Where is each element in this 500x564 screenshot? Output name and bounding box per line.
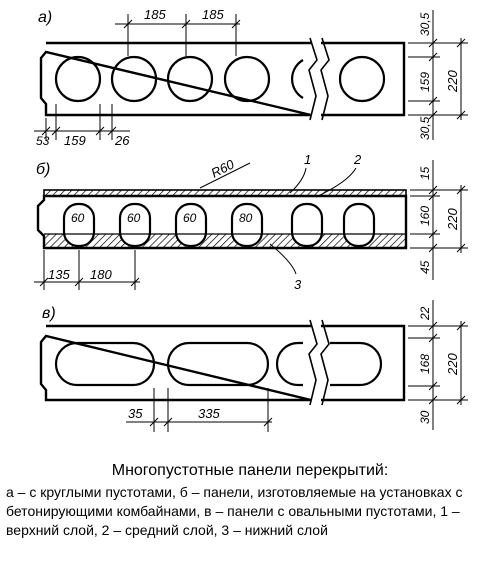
panel-b-bottom-dimension (34, 250, 140, 290)
panel-a-right-dimension (408, 10, 468, 140)
panel-a-round-voids (54, 55, 386, 103)
panel-a-top-dimension (115, 14, 241, 56)
panel-b-dim-220: 220 (445, 208, 460, 231)
panel-b-callout-3: 3 (294, 277, 302, 292)
panel-a-bottom-dimension (34, 104, 130, 140)
panel-a: а) 185 185 (34, 7, 468, 148)
panel-a-dim-30-5-bottom: 30,5 (418, 116, 432, 140)
panel-a-dim-159-vertical: 159 (418, 72, 432, 92)
panel-drawing: а) 185 185 (34, 7, 468, 432)
panel-b-dim-15: 15 (418, 166, 432, 180)
panel-b-dim-135: 135 (48, 267, 70, 282)
panel-c-dim-220: 220 (445, 353, 460, 376)
panel-c-slab (39, 319, 406, 406)
panel-c-oval-voids (54, 341, 383, 387)
panel-a-dim-26: 26 (114, 133, 130, 148)
panel-a-dim-53: 53 (36, 134, 50, 148)
panel-a-dim-159: 159 (64, 133, 86, 148)
panel-b-callout-1: 1 (304, 152, 311, 167)
panel-a-dim-185-1: 185 (144, 7, 166, 22)
panel-b-void-label-80: 80 (239, 211, 253, 225)
panel-a-label: а) (38, 9, 52, 26)
panel-b-right-dimension (410, 160, 468, 280)
panel-c: в) 35 335 (39, 300, 468, 432)
panel-a-slab (39, 37, 406, 121)
panel-b-callout-2: 2 (353, 152, 362, 167)
panel-b-label: б) (36, 161, 50, 178)
panel-c-dim-168: 168 (418, 354, 432, 374)
panel-b-void-label-60-1: 60 (71, 211, 85, 225)
panel-b-radius-leader (199, 162, 251, 189)
panel-c-dim-22: 22 (418, 306, 432, 321)
panel-c-label: в) (42, 305, 56, 322)
panel-b-oval-voids (62, 202, 376, 248)
panel-b-dim-45: 45 (418, 260, 432, 274)
figure-caption: Многопустотные панели перекрытий: а – с … (6, 461, 494, 540)
panel-a-dim-220: 220 (445, 70, 460, 93)
panel-a-dim-30-5-top: 30,5 (418, 12, 432, 36)
panel-a-dim-185-2: 185 (202, 7, 224, 22)
caption-title: Многопустотные панели перекрытий: (111, 462, 389, 479)
panel-b-void-label-60-3: 60 (183, 211, 197, 225)
panel-c-dim-30: 30 (418, 410, 432, 424)
panel-c-dim-35: 35 (128, 406, 143, 421)
panel-c-dim-335: 335 (198, 406, 220, 421)
panel-c-right-dimension (408, 300, 468, 430)
panel-b-dim-180: 180 (90, 267, 112, 282)
panel-c-bottom-dimension (126, 388, 273, 432)
panel-b-void-label-60-2: 60 (127, 211, 141, 225)
panel-b: б) R60 1 2 3 60 60 60 (34, 152, 468, 292)
panel-b-dim-160: 160 (418, 206, 432, 226)
caption-body: а – с круглыми пустотами, б – панели, из… (6, 484, 463, 538)
